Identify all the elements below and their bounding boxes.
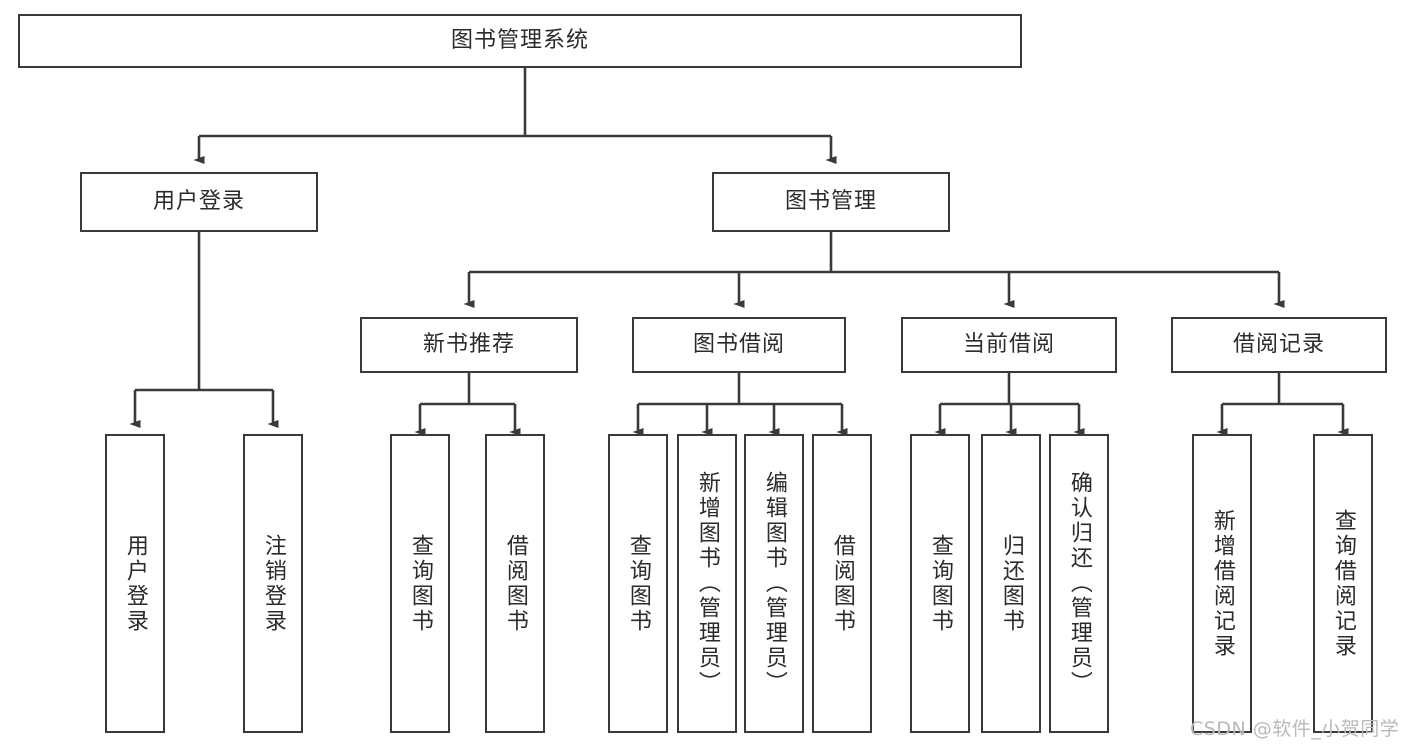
node-current-borrow[interactable]: 当前借阅 <box>901 317 1117 373</box>
node-current-borrow-label: 当前借阅 <box>962 331 1055 357</box>
leaf-add-record[interactable]: 新增借阅记录 <box>1192 434 1252 733</box>
leaf-query-book-1-label: 查询图书 <box>407 533 433 634</box>
leaf-confirm-return-label: 确认归还（管理员） <box>1066 471 1092 696</box>
leaf-logout-login-label: 注销登录 <box>260 533 286 634</box>
leaf-query-book-3-label: 查询图书 <box>927 533 953 634</box>
leaf-add-book-label: 新增图书（管理员） <box>694 471 720 696</box>
leaf-query-book-1[interactable]: 查询图书 <box>390 434 450 733</box>
watermark-text: CSDN @软件_小贺同学 <box>1190 718 1400 740</box>
leaf-query-book-2-label: 查询图书 <box>625 533 651 634</box>
leaf-add-record-label: 新增借阅记录 <box>1209 508 1235 659</box>
node-user-login-label: 用户登录 <box>152 188 245 214</box>
leaf-user-login-label: 用户登录 <box>122 533 148 634</box>
leaf-return-book[interactable]: 归还图书 <box>981 434 1041 733</box>
leaf-edit-book-label: 编辑图书（管理员） <box>761 471 787 696</box>
leaf-confirm-return[interactable]: 确认归还（管理员） <box>1049 434 1109 733</box>
node-new-book-recommend[interactable]: 新书推荐 <box>360 317 578 373</box>
node-book-manage-label: 图书管理 <box>784 188 877 214</box>
leaf-edit-book[interactable]: 编辑图书（管理员） <box>744 434 804 733</box>
leaf-borrow-book-1[interactable]: 借阅图书 <box>485 434 545 733</box>
node-borrow-record-label: 借阅记录 <box>1232 331 1325 357</box>
leaf-query-book-3[interactable]: 查询图书 <box>910 434 970 733</box>
leaf-borrow-book-1-label: 借阅图书 <box>502 533 528 634</box>
leaf-query-record-label: 查询借阅记录 <box>1330 508 1356 659</box>
node-root-label: 图书管理系统 <box>450 27 589 53</box>
leaf-return-book-label: 归还图书 <box>998 533 1024 634</box>
node-book-borrow[interactable]: 图书借阅 <box>632 317 846 373</box>
leaf-logout-login[interactable]: 注销登录 <box>243 434 303 733</box>
leaf-query-book-2[interactable]: 查询图书 <box>608 434 668 733</box>
leaf-add-book[interactable]: 新增图书（管理员） <box>677 434 737 733</box>
node-new-book-recommend-label: 新书推荐 <box>422 331 515 357</box>
leaf-query-record[interactable]: 查询借阅记录 <box>1313 434 1373 733</box>
leaf-user-login[interactable]: 用户登录 <box>105 434 165 733</box>
node-user-login[interactable]: 用户登录 <box>80 172 318 232</box>
leaf-borrow-book-2-label: 借阅图书 <box>829 533 855 634</box>
node-book-borrow-label: 图书借阅 <box>692 331 785 357</box>
node-book-manage[interactable]: 图书管理 <box>712 172 950 232</box>
leaf-borrow-book-2[interactable]: 借阅图书 <box>812 434 872 733</box>
node-borrow-record[interactable]: 借阅记录 <box>1171 317 1387 373</box>
node-root[interactable]: 图书管理系统 <box>18 14 1022 68</box>
